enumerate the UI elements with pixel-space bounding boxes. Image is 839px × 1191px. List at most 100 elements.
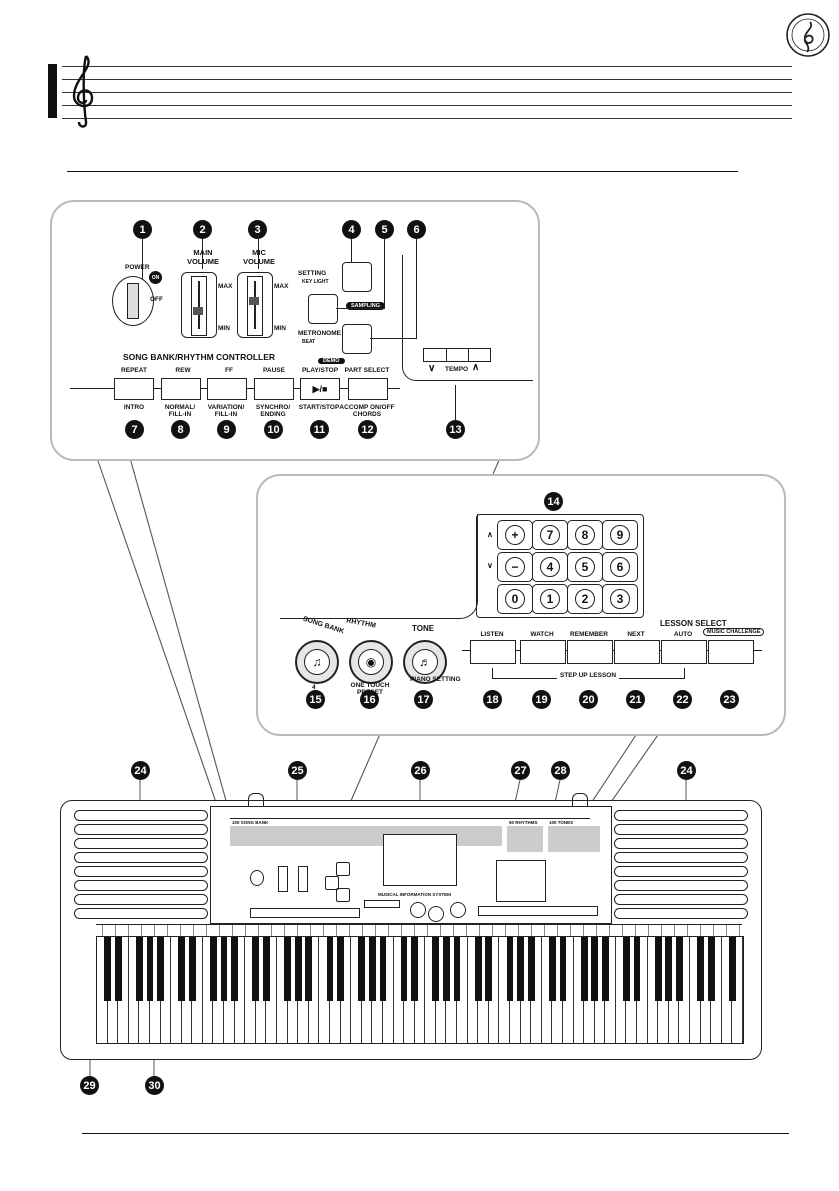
black-key[interactable] [517,937,524,1001]
black-key[interactable] [210,937,217,1001]
mini-main-volume[interactable] [278,866,288,892]
black-key[interactable] [252,937,260,1001]
white-key[interactable] [414,937,426,1043]
mini-keypad[interactable] [496,860,546,902]
mini-rhythm-button[interactable] [428,906,444,922]
black-key[interactable] [676,937,683,1001]
black-key[interactable] [326,937,334,1001]
black-key[interactable] [453,937,461,1001]
black-key[interactable] [114,937,122,1001]
sampling-button[interactable] [308,294,338,324]
black-key[interactable] [559,937,567,1001]
white-key[interactable] [234,937,246,1043]
black-key[interactable] [188,937,196,1001]
keypad-9[interactable]: 9 [602,520,638,550]
synchro-ending-button[interactable] [254,378,294,400]
metronome-button[interactable] [342,324,372,354]
black-key[interactable] [263,937,270,1001]
black-key[interactable] [284,937,291,1001]
power-switch[interactable] [112,276,154,326]
black-key[interactable] [146,937,154,1001]
mini-controller-buttons[interactable] [250,908,360,918]
white-key[interactable] [562,937,574,1043]
white-key[interactable] [382,937,394,1043]
intro-button[interactable] [114,378,154,400]
white-key[interactable] [679,937,691,1043]
black-key[interactable] [178,937,186,1001]
mini-tone-button[interactable] [450,902,466,918]
black-key[interactable] [601,937,609,1001]
keypad-4[interactable]: 4 [532,552,568,582]
black-key[interactable] [294,937,302,1001]
main-volume-knob[interactable] [193,307,203,315]
keypad-6[interactable]: 6 [602,552,638,582]
black-key[interactable] [591,937,599,1001]
keypad-3[interactable]: 3 [602,584,638,614]
rhythm-button[interactable]: ◉ [349,640,393,684]
black-key[interactable] [135,937,143,1001]
white-key[interactable] [457,937,468,1043]
black-key[interactable] [485,937,493,1001]
black-key[interactable] [411,937,419,1001]
black-key[interactable] [580,937,588,1001]
mini-setting-button[interactable] [336,862,350,876]
black-key[interactable] [548,937,556,1001]
black-key[interactable] [104,937,111,1001]
black-key[interactable] [633,937,641,1001]
keypad-plus[interactable]: + [497,520,533,550]
setting-button[interactable] [342,262,372,292]
keypad-7[interactable]: 7 [532,520,568,550]
black-key[interactable] [623,937,630,1001]
black-key[interactable] [729,937,736,1001]
tempo-buttons[interactable] [423,348,491,362]
white-key[interactable] [711,937,722,1043]
mini-tempo-buttons[interactable] [364,900,400,908]
listen-button[interactable] [470,640,516,664]
keypad-0[interactable]: 0 [497,584,533,614]
white-key[interactable] [340,937,352,1043]
black-key[interactable] [400,937,408,1001]
keypad-2[interactable]: 2 [567,584,603,614]
mini-song-bank-button[interactable] [410,902,426,918]
keypad-1[interactable]: 1 [532,584,568,614]
black-key[interactable] [474,937,482,1001]
black-key[interactable] [358,937,366,1001]
black-key[interactable] [665,937,673,1001]
normal-fill-in-button[interactable] [161,378,201,400]
white-key[interactable] [637,937,648,1043]
music-challenge-button[interactable] [708,640,754,664]
mic-volume-slider[interactable] [247,276,263,336]
white-key[interactable] [266,937,278,1043]
black-key[interactable] [432,937,440,1001]
black-key[interactable] [707,937,715,1001]
watch-button[interactable] [520,640,566,664]
black-key[interactable] [231,937,239,1001]
black-key[interactable] [697,937,705,1001]
white-key[interactable] [732,937,743,1043]
black-key[interactable] [527,937,535,1001]
keypad-minus[interactable]: − [497,552,533,582]
start-stop-button[interactable]: ▶/■ [300,378,340,400]
main-volume-slider[interactable] [191,276,207,336]
power-switch-lever[interactable] [127,283,139,319]
black-key[interactable] [654,937,662,1001]
mini-mic-volume[interactable] [298,866,308,892]
mini-power-switch[interactable] [250,870,264,886]
white-key[interactable] [192,937,203,1043]
remember-button[interactable] [567,640,613,664]
auto-button[interactable] [661,640,707,664]
mini-sampling-button[interactable] [325,876,339,890]
variation-fill-in-button[interactable] [207,378,247,400]
white-key[interactable] [531,937,542,1043]
song-bank-button[interactable]: ♫ [295,640,339,684]
black-key[interactable] [506,937,514,1001]
black-key[interactable] [305,937,313,1001]
black-key[interactable] [379,937,387,1001]
keypad-8[interactable]: 8 [567,520,603,550]
black-key[interactable] [368,937,376,1001]
black-key[interactable] [443,937,450,1001]
white-key[interactable] [488,937,500,1043]
next-button[interactable] [614,640,660,664]
tone-button[interactable]: ♬ [403,640,447,684]
mini-lesson-buttons[interactable] [478,906,598,916]
